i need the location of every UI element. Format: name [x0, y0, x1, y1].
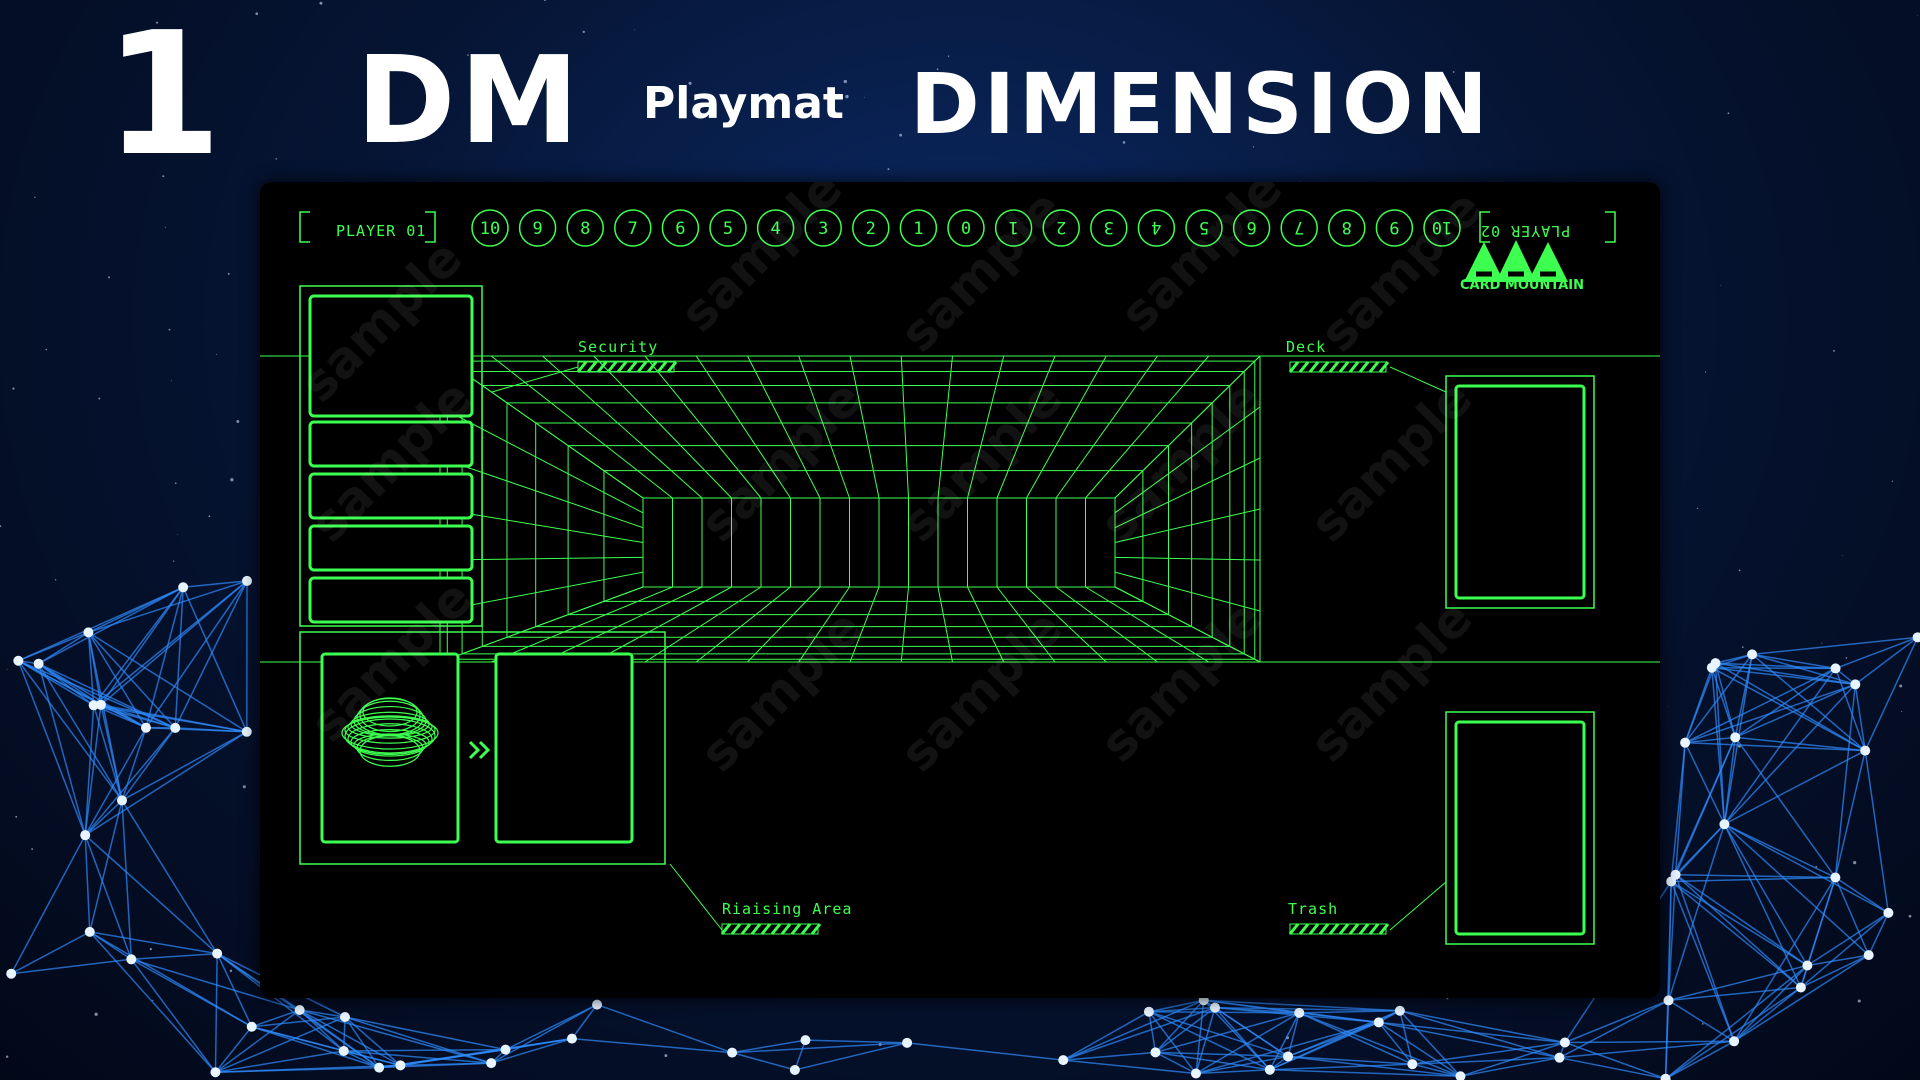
counter-value: 10	[480, 219, 500, 239]
design-title: DIMENSION	[910, 55, 1492, 153]
counter-value: 3	[818, 219, 828, 239]
card-mountain-logo	[1464, 240, 1568, 282]
counter-circle	[566, 209, 604, 247]
counter-circle	[756, 209, 795, 247]
counter-circle	[899, 209, 938, 247]
counter-circle	[1042, 209, 1080, 247]
counter-value: 9	[532, 219, 542, 239]
counter-value: 6	[675, 219, 685, 239]
player-1-label: PLAYER 01	[336, 222, 427, 240]
counter-value: 7	[628, 219, 638, 239]
counter-circle	[1137, 209, 1176, 247]
counter-value: 8	[580, 219, 590, 239]
counter-circle	[1232, 209, 1271, 247]
raising-area-label: Riaising Area	[722, 900, 853, 918]
security-label: Security	[578, 338, 659, 356]
counter-value: 1	[913, 219, 923, 239]
counter-circle	[661, 209, 700, 247]
counter-circle	[1090, 209, 1128, 247]
counter-value: 7	[1294, 217, 1304, 237]
counter-value: 2	[866, 219, 876, 239]
counter-circle	[947, 209, 985, 247]
counter-circle	[1375, 209, 1414, 247]
counter-circle	[1185, 209, 1223, 247]
counter-value: 5	[723, 219, 733, 239]
counter-value: 0	[961, 219, 971, 239]
counter-circle	[614, 209, 652, 247]
logo-text: CARD MOUNTAIN	[1460, 278, 1584, 293]
product-title: Playmat	[643, 78, 844, 129]
counter-value: 4	[1151, 217, 1161, 237]
counter-circle	[1423, 209, 1461, 247]
counter-circle	[518, 209, 557, 247]
trash-label: Trash	[1288, 900, 1339, 918]
perspective-grid	[260, 355, 1660, 663]
counter-circle	[1280, 209, 1318, 247]
counter-value: 8	[1342, 217, 1352, 237]
counter-circle	[804, 209, 842, 247]
counter-circle	[994, 209, 1033, 247]
counter-value: 2	[1056, 217, 1066, 237]
counter-circle	[709, 209, 747, 247]
counter-circle	[1328, 209, 1366, 247]
counter-value: 10	[1432, 217, 1452, 237]
design-number: 1	[104, 0, 223, 194]
counter-value: 5	[1199, 217, 1209, 237]
counter-circle	[852, 209, 890, 247]
brand-title: DM	[356, 32, 584, 171]
counter-value: 3	[1104, 217, 1114, 237]
counter-value: 1	[1008, 217, 1018, 237]
counter-value: 6	[1246, 217, 1256, 237]
counter-value: 9	[1389, 217, 1399, 237]
card-zones	[299, 285, 1595, 945]
counter-value: 4	[770, 219, 780, 239]
deck-label: Deck	[1286, 338, 1327, 356]
counter-circle	[471, 209, 509, 247]
